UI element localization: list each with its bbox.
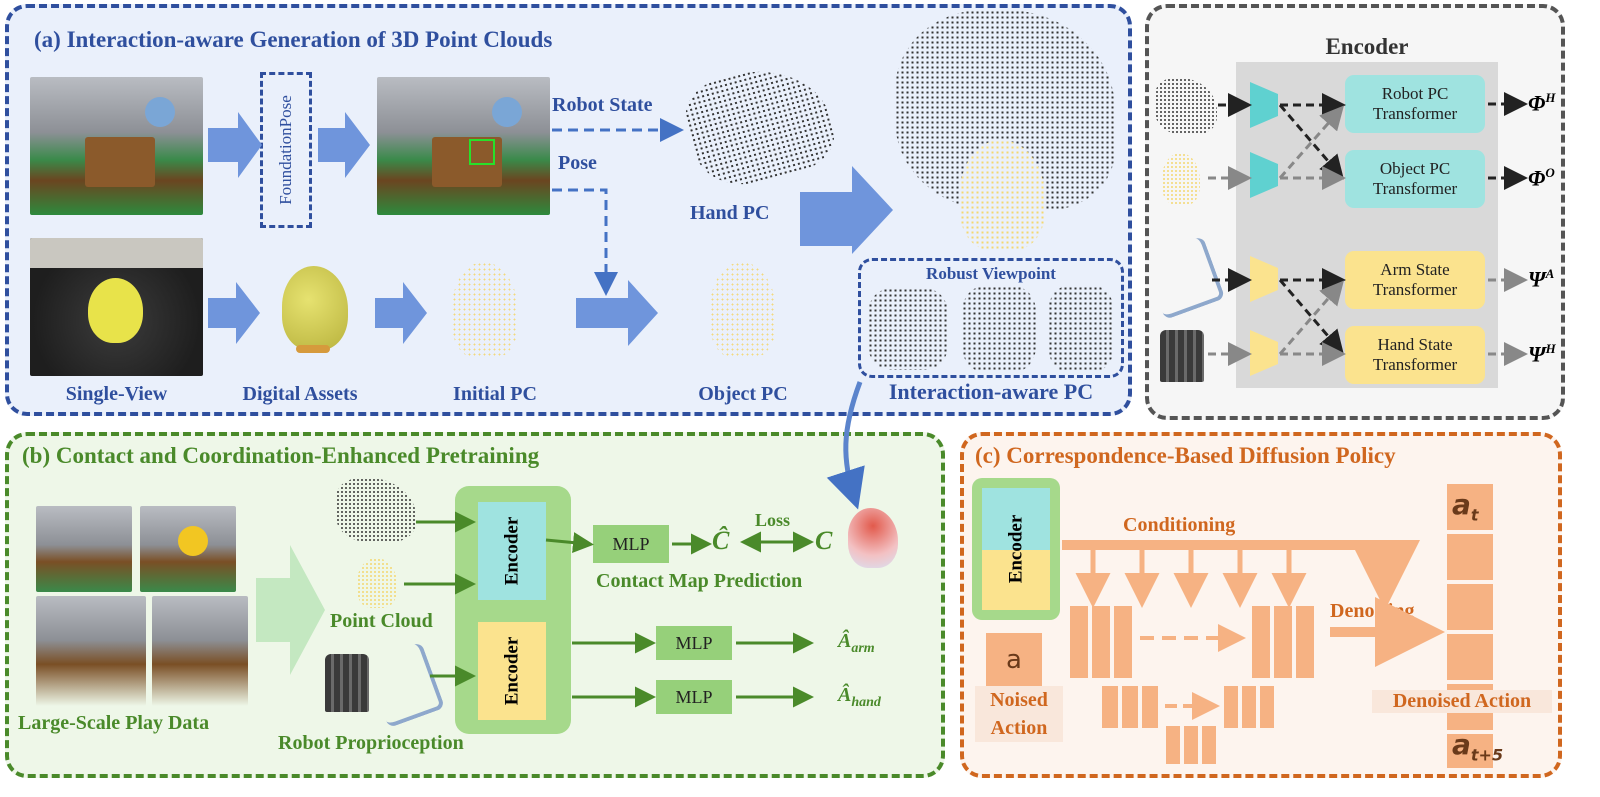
contact-map-cloud — [848, 508, 898, 568]
mlp-contact: MLP — [593, 525, 669, 563]
mlp-arm: MLP — [656, 626, 732, 660]
robot-state-label: Robot State — [552, 94, 653, 116]
viewpoint-cloud-3 — [1048, 286, 1114, 372]
interaction-aware-pc-label: Interaction-aware PC — [888, 379, 1094, 404]
robot-photo-2 — [377, 77, 550, 215]
viewpoint-cloud-2 — [962, 286, 1036, 372]
robot-photo-1 — [30, 77, 203, 215]
digital-assets-label: Digital Assets — [242, 383, 358, 405]
digital-asset-chick — [282, 266, 348, 350]
play-data-photo-1 — [36, 506, 132, 592]
contact-map-prediction-label: Contact Map Prediction — [596, 570, 803, 592]
denoised-action-column — [1447, 484, 1493, 768]
hand-pc-label: Hand PC — [690, 202, 770, 224]
mlp-hand: MLP — [656, 680, 732, 714]
output-psi-a: ΨA — [1528, 266, 1555, 292]
loss-label: Loss — [755, 510, 791, 530]
interaction-aware-chick-cloud — [960, 140, 1045, 250]
encoder-c-label-wrap: Encoder — [1005, 514, 1027, 584]
foundation-pose-label: FoundationPose — [276, 95, 295, 205]
pretrain-object-pc-icon — [357, 558, 397, 608]
viewpoint-cloud-1 — [868, 288, 948, 370]
hand-state-transformer: Hand State Transformer — [1345, 326, 1485, 384]
large-scale-play-data-label: Large-Scale Play Data — [18, 712, 210, 734]
encoder-c-yellow — [982, 550, 1050, 610]
noise-a-box: a — [986, 633, 1042, 687]
robot-pc-transformer: Robot PC Transformer — [1345, 75, 1485, 133]
a-t-label: at — [1452, 488, 1479, 525]
unet-block-3 — [1166, 726, 1216, 764]
denoised-action-label: Denoised Action — [1372, 690, 1552, 713]
encoder-bottom-b: Encoder — [478, 622, 546, 720]
arm-state-transformer: Arm State Transformer — [1345, 251, 1485, 309]
play-data-photo-2 — [140, 506, 236, 592]
single-view-photo — [30, 238, 203, 376]
chick-feet — [296, 345, 330, 353]
unet-block-2 — [1102, 686, 1160, 728]
initial-pc-label: Initial PC — [453, 383, 537, 405]
object-pc-transformer: Object PC Transformer — [1345, 150, 1485, 208]
pose-label: Pose — [558, 152, 597, 174]
encoder-top-b: Encoder — [478, 502, 546, 600]
panel-c-title: (c) Correspondence-Based Diffusion Polic… — [975, 443, 1396, 468]
a-arm-output: Âarm — [838, 630, 875, 656]
initial-pc-cloud — [452, 262, 518, 358]
unet-block-5 — [1252, 606, 1318, 678]
a-hand-output: Âhand — [838, 684, 881, 710]
pretrain-hand-icon — [325, 654, 369, 712]
object-pc-label: Object PC — [698, 383, 788, 405]
conditioning-label: Conditioning — [1123, 514, 1236, 536]
robust-viewpoint-label: Robust Viewpoint — [926, 264, 1056, 283]
encoder-c-cyan — [982, 488, 1050, 550]
play-data-photo-3 — [36, 596, 146, 706]
panel-b-title: (b) Contact and Coordination-Enhanced Pr… — [22, 443, 540, 468]
foundation-pose-box: FoundationPose — [260, 72, 312, 228]
robot-proprioception-label: Robot Proprioception — [278, 732, 464, 754]
output-phi-o: ΦO — [1528, 165, 1555, 191]
encoder-hand-icon — [1160, 330, 1204, 382]
c-hat-label: Ĉ — [712, 526, 730, 555]
unet-block-1 — [1070, 606, 1134, 678]
encoder-title: Encoder — [1325, 34, 1409, 59]
panel-a-title: (a) Interaction-aware Generation of 3D P… — [34, 27, 553, 52]
c-label: C — [815, 526, 833, 555]
point-cloud-label: Point Cloud — [330, 610, 433, 632]
output-psi-h: ΨH — [1528, 341, 1556, 367]
play-data-photo-4 — [152, 596, 248, 706]
denoising-label: Denoising — [1330, 600, 1415, 622]
encoder-object-pc-icon — [1162, 153, 1200, 205]
single-view-label: Single-View — [65, 383, 168, 405]
unet-block-4 — [1224, 686, 1276, 728]
a-t5-label: at+5 — [1452, 728, 1504, 765]
robust-viewpoint-box — [858, 258, 1124, 378]
output-phi-h: ΦH — [1528, 90, 1556, 116]
object-pc-cloud — [710, 262, 776, 358]
